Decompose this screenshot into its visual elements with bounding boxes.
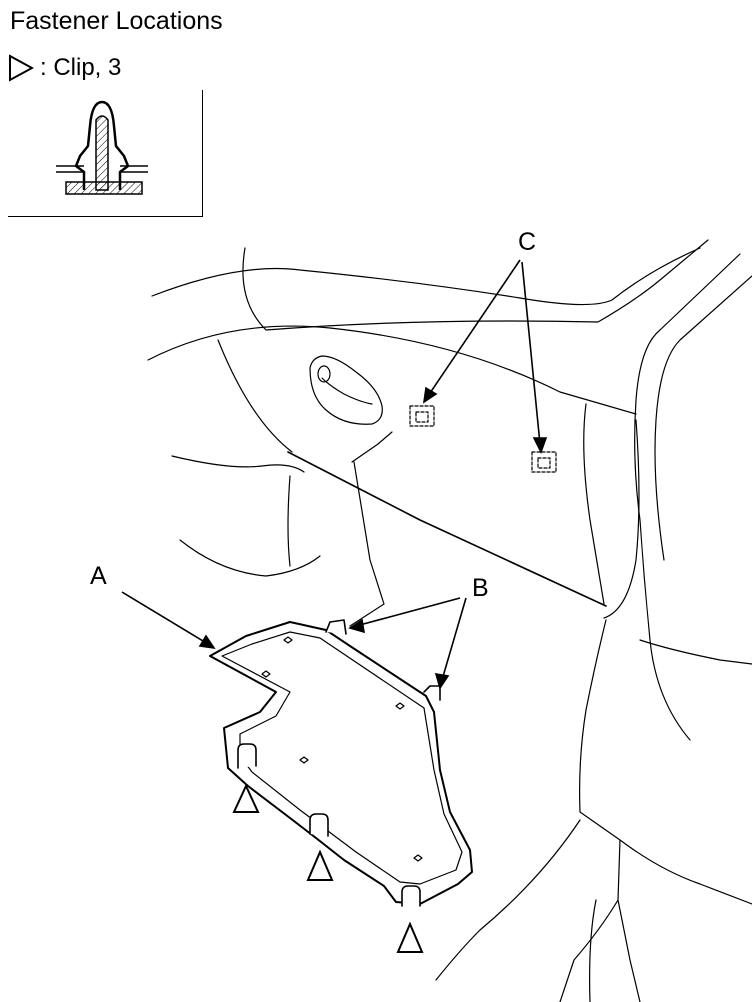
clip-cross-section-icon	[56, 100, 148, 195]
clip-tab-3	[401, 885, 421, 907]
callout-a: A	[90, 562, 107, 590]
legend: : Clip, 3	[8, 52, 121, 84]
legend-label: : Clip, 3	[40, 54, 122, 81]
floor-line	[559, 619, 621, 1002]
clip-marker-1	[232, 783, 260, 813]
door-frame-right-2	[654, 275, 752, 561]
trim-seam	[349, 461, 385, 627]
clip-tab-2	[309, 813, 329, 837]
roof-line	[151, 247, 701, 306]
clip-c-lower	[531, 451, 557, 473]
hook-b-2	[423, 685, 441, 701]
triangle-clip-icon	[9, 54, 34, 82]
window-edge	[583, 403, 605, 605]
wheel-arch	[179, 539, 321, 577]
belt-line	[147, 325, 637, 415]
arch-inner	[287, 475, 291, 567]
page-title: Fastener Locations	[10, 7, 223, 35]
pillar-line	[603, 419, 640, 619]
trim-panel-a	[209, 621, 473, 905]
trim-seam-2	[351, 431, 393, 463]
clip-tab-1	[237, 743, 257, 769]
clip-detail-inset	[8, 90, 203, 217]
callout-c: C	[518, 228, 537, 256]
handle-pocket	[309, 355, 383, 425]
hook-b-1	[325, 619, 347, 635]
clip-marker-3	[396, 921, 424, 953]
upper-quarter	[217, 339, 293, 453]
diagonal-belt	[287, 451, 607, 607]
upper-trim-line	[242, 239, 709, 331]
door-frame-right	[634, 253, 741, 741]
trim-panel-a-inner	[221, 631, 463, 885]
lower-quarter	[171, 455, 305, 473]
clip-marker-2	[306, 849, 334, 881]
clip-c-upper	[409, 405, 435, 427]
callout-b: B	[472, 574, 489, 602]
